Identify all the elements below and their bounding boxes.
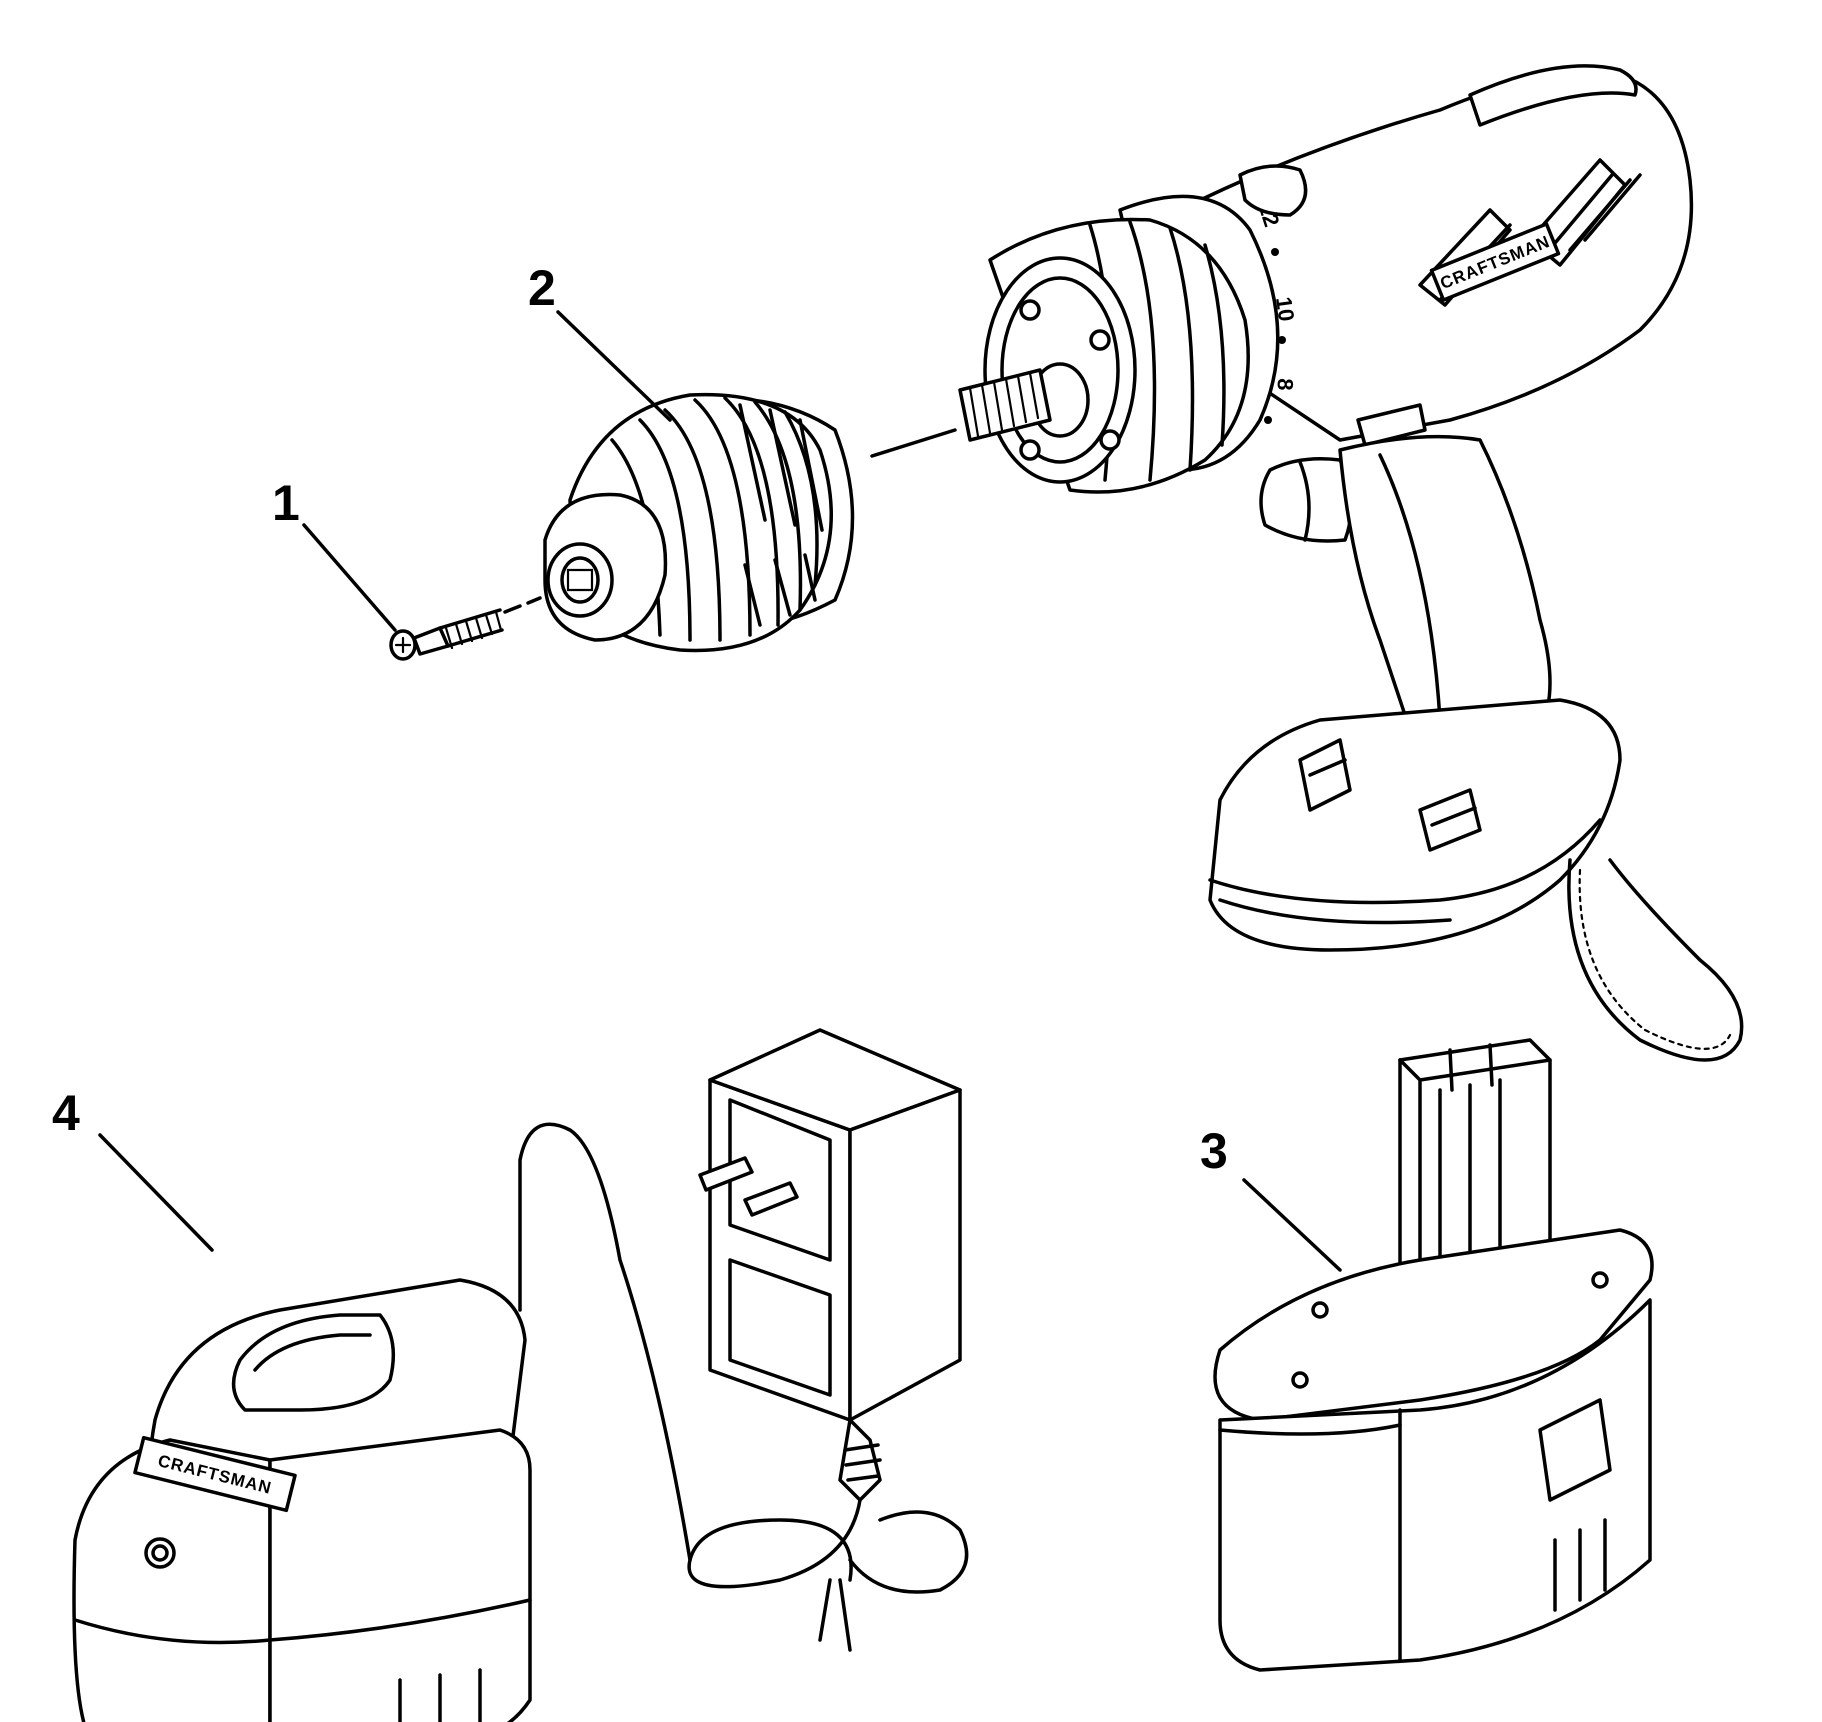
- ac-adapter: [518, 1028, 969, 1652]
- part-1-screw: [389, 596, 542, 661]
- svg-text:8: 8: [1273, 378, 1298, 391]
- part-2-chuck: [543, 392, 957, 653]
- callout-2: 2: [528, 260, 556, 316]
- callout-4: 4: [52, 1085, 80, 1141]
- callout-3: 3: [1200, 1123, 1228, 1179]
- svg-text:10: 10: [1271, 295, 1299, 323]
- part-4-charger: CRAFTSMAN: [72, 1278, 532, 1722]
- part-3-battery-pack: [1213, 1038, 1654, 1672]
- leader-lines: [98, 310, 1342, 1272]
- callout-1: 1: [272, 475, 300, 531]
- drill-body: CRAFTSMAN 12 10 8: [958, 64, 1744, 1062]
